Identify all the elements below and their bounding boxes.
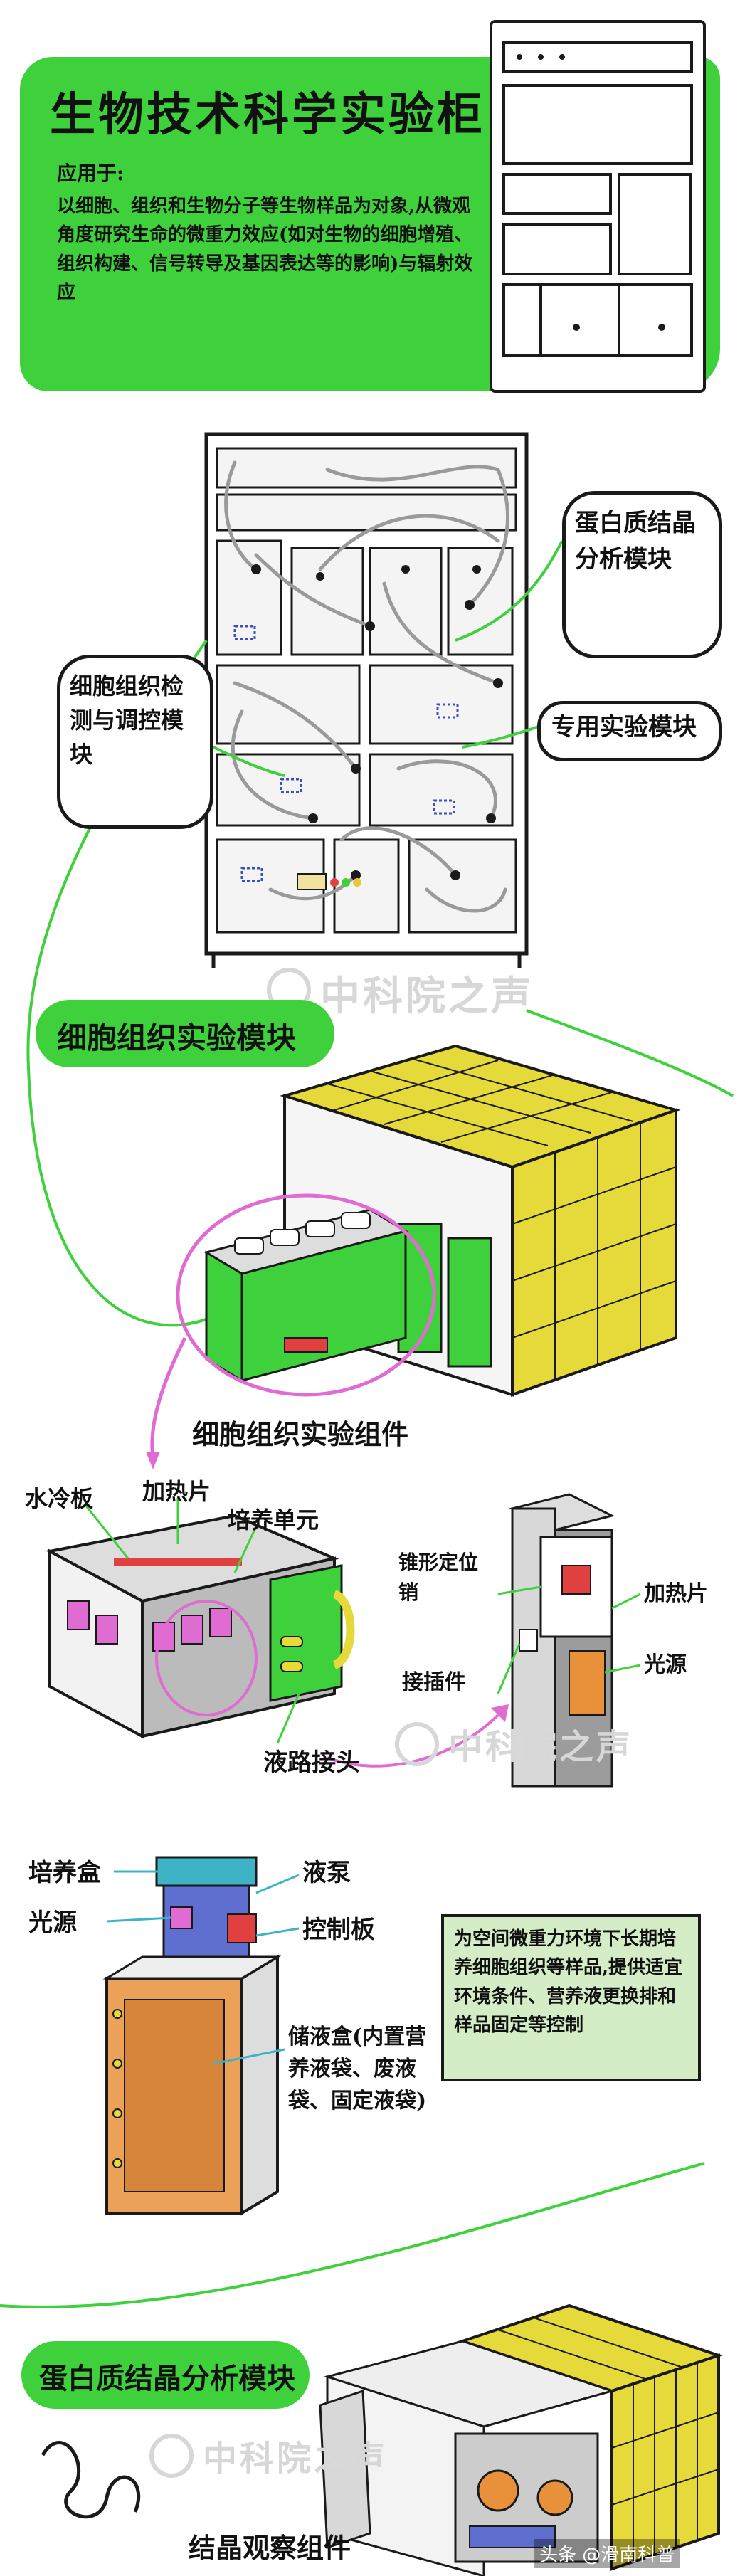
connector-label: 接插件 bbox=[402, 1670, 466, 1695]
water-cooling-label: 水冷板 bbox=[25, 1485, 94, 1512]
liquid-connector-label: 液路接头 bbox=[263, 1748, 360, 1777]
control-board-label: 控制板 bbox=[302, 1916, 375, 1944]
watermark-logo-icon-3 bbox=[149, 2434, 194, 2478]
source-credit: 头条 @滑南科普 bbox=[534, 2539, 681, 2568]
light-source-right-label: 光源 bbox=[644, 1652, 687, 1677]
cell-detect-label: 细胞组织检测与调控模块 bbox=[70, 672, 184, 768]
cell-section-banner bbox=[36, 1000, 334, 1067]
culture-light-label: 光源 bbox=[28, 1909, 77, 1937]
protein-section-title: 蛋白质结晶分析模块 bbox=[39, 2362, 295, 2395]
culture-note-panel bbox=[441, 1914, 701, 2081]
cell-section-title: 细胞组织实验模块 bbox=[57, 1020, 297, 1055]
header-description: 以细胞、组织和生物分子等生物样品为对象,从微观角度研究生命的微重力效应(如对生物… bbox=[57, 196, 473, 303]
protein-section-banner bbox=[21, 2341, 310, 2409]
protein-module-label: 蛋白质结晶分析模块 bbox=[575, 509, 696, 574]
special-module-bubble bbox=[537, 701, 722, 761]
cell-component-caption: 细胞组织实验组件 bbox=[192, 1418, 409, 1450]
page-title: 生物技术科学实验柜 bbox=[50, 88, 485, 142]
culture-unit-label: 培养单元 bbox=[228, 1506, 319, 1534]
watermark-text-2: 中科院之声 bbox=[448, 1727, 634, 1767]
heater-label: 加热片 bbox=[142, 1478, 211, 1505]
culture-note-text: 为空间微重力环境下长期培养细胞组织等样品,提供适宜环境条件、营养液更换排和样品固… bbox=[454, 1928, 683, 2036]
protein-component-caption: 结晶观察组件 bbox=[189, 2532, 352, 2564]
cell-detect-bubble bbox=[57, 655, 213, 829]
culture-box-label: 培养盒 bbox=[28, 1859, 101, 1887]
applies-label: 应用于: bbox=[57, 162, 125, 185]
watermark-logo-icon-2 bbox=[395, 1722, 439, 1766]
heater-right-label: 加热片 bbox=[644, 1581, 708, 1606]
protein-module-bubble bbox=[562, 491, 722, 658]
watermark-text: 中科院之声 bbox=[320, 973, 534, 1020]
storage-box-label: 储液盒(内置营养液袋、废液袋、固定液袋) bbox=[288, 2025, 427, 2113]
special-module-label: 专用实验模块 bbox=[551, 713, 697, 741]
watermark-text-3: 中科院之声 bbox=[203, 2439, 388, 2479]
locating-pin-label: 锥形定位销 bbox=[398, 1551, 479, 1604]
pump-label: 液泵 bbox=[302, 1859, 351, 1887]
